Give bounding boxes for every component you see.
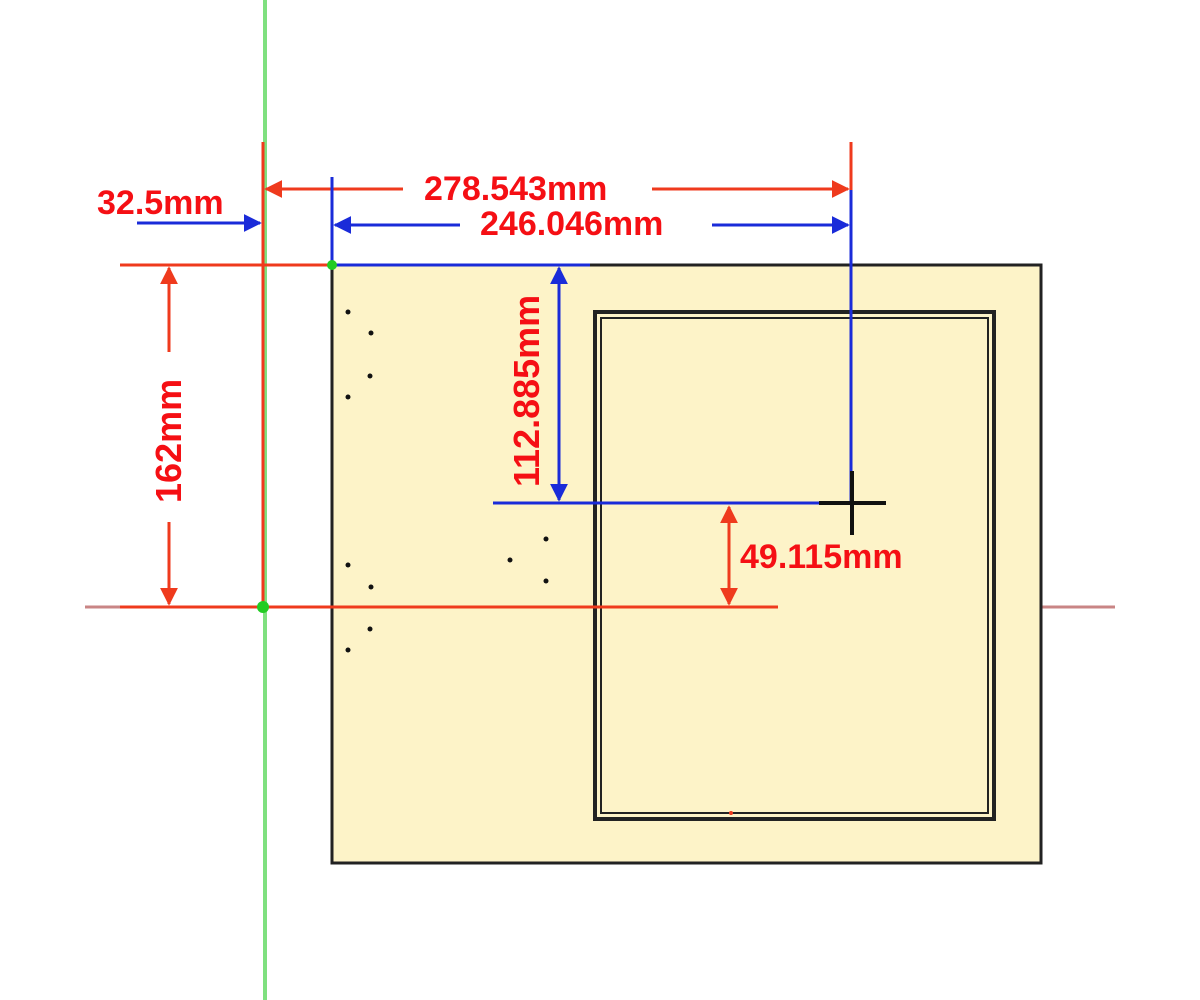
inner-door-frame-inner bbox=[600, 317, 989, 814]
total-width-dimension-label: 278.543mm bbox=[424, 170, 607, 208]
hinge-marks-bottom bbox=[345, 562, 374, 653]
cursor-offset-dimension-label: 49.115mm bbox=[740, 538, 903, 576]
handle-marks bbox=[507, 536, 549, 584]
crosshair-cursor-icon bbox=[819, 471, 886, 535]
inner-width-dimension-label: 246.046mm bbox=[480, 205, 663, 243]
snap-point-icon[interactable] bbox=[257, 601, 269, 613]
offset-left-dimension-label: 32.5mm bbox=[97, 184, 224, 222]
inner-door-frame-outer[interactable] bbox=[593, 310, 996, 821]
snap-point-icon[interactable] bbox=[327, 260, 337, 270]
inner-height-dimension-label: 112.885mm bbox=[506, 295, 547, 487]
frame-bottom-mark bbox=[729, 811, 733, 815]
hinge-marks-top bbox=[345, 309, 374, 400]
total-height-dimension-label: 162mm bbox=[148, 379, 189, 503]
cabinet-panel[interactable] bbox=[330, 263, 1043, 865]
